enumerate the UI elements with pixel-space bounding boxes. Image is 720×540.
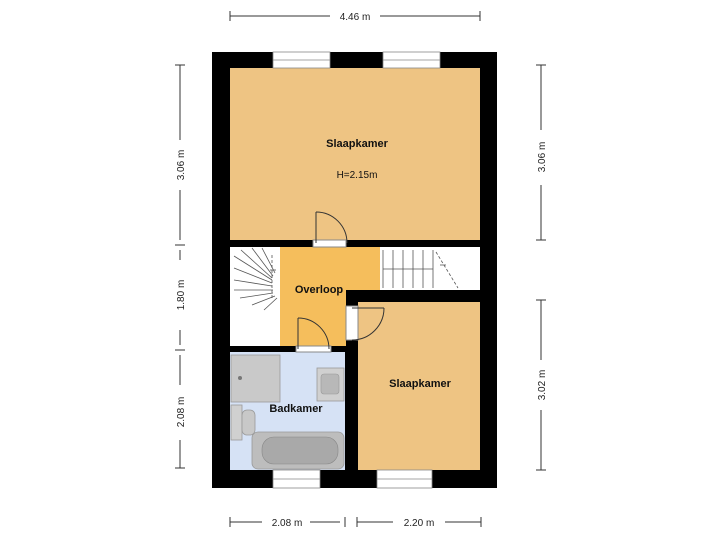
room-label-bedroom-bottom: Slaapkamer [389,378,451,390]
dim-right-lower: 3.02 m [537,370,548,401]
dim-bottom-right: 2.20 m [404,518,435,529]
room-label-landing: Overloop [295,284,344,296]
bathroom-fixtures [230,354,345,470]
bedroom-top-floor [230,68,480,240]
dim-left-upper: 3.06 m [176,150,187,181]
windows [272,51,441,489]
dim-right-upper: 3.06 m [537,142,548,173]
dim-top: 4.46 m [340,12,371,23]
bedroom-bottom-floor [358,302,480,470]
toilet-cistern [230,404,243,441]
toilet [241,409,256,436]
stairs-left [233,247,278,311]
landing-floor [280,247,380,290]
room-label-bedroom-top: Slaapkamer [326,138,388,150]
dim-bottom-left: 2.08 m [272,518,303,529]
dim-left-lower: 2.08 m [176,397,187,428]
doors [295,211,385,353]
room-label-bathroom: Badkamer [269,403,323,415]
stairwell-left [230,247,280,346]
room-height-label: H=2.15m [337,170,378,181]
dim-left-middle: 1.80 m [176,280,187,311]
stairs-right [382,250,459,289]
stairwell-right [380,247,480,290]
shower-drain-icon [238,376,242,380]
dimension-lines [175,11,546,527]
landing-floor-lower [280,290,346,346]
